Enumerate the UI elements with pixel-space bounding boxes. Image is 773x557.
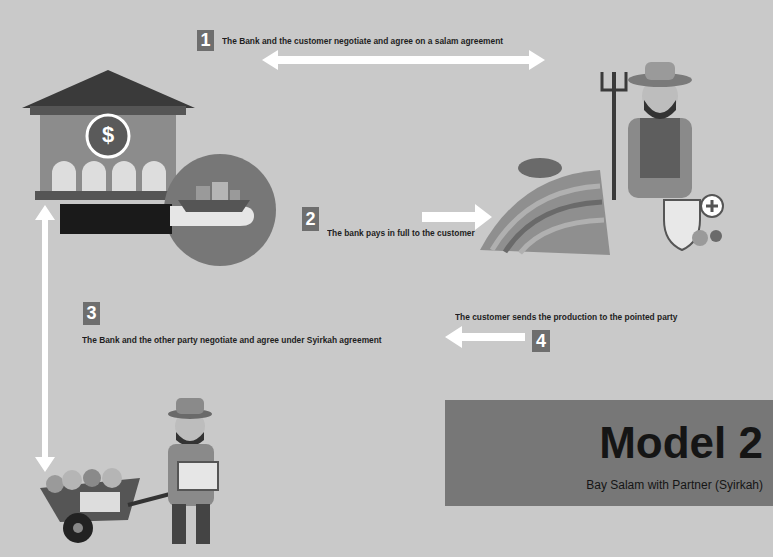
step-text: The Bank and the customer negotiate and …	[222, 35, 503, 46]
right-arrow	[422, 204, 492, 230]
partner-icon	[40, 398, 218, 544]
title-band: Model 2 Bay Salam with Partner (Syirkah)	[445, 400, 773, 506]
currency-symbol: $	[96, 122, 120, 148]
double-arrow	[35, 205, 55, 472]
payment-icon	[60, 154, 276, 266]
model-title: Model 2	[599, 418, 763, 468]
step-text: The Bank and the other party negotiate a…	[82, 334, 382, 345]
callout-number: 1	[197, 30, 214, 51]
bank-icon	[22, 70, 195, 200]
step-text: The bank pays in full to the customer	[327, 227, 475, 238]
callout-number: 4	[532, 330, 550, 352]
left-arrow	[445, 326, 525, 348]
callout-number: 3	[83, 302, 100, 325]
callout-number: 2	[302, 207, 319, 231]
step-text: The customer sends the production to the…	[455, 311, 677, 322]
model-subtitle: Bay Salam with Partner (Syirkah)	[586, 478, 763, 492]
double-arrow	[262, 50, 545, 70]
farmer-icon	[480, 62, 723, 255]
